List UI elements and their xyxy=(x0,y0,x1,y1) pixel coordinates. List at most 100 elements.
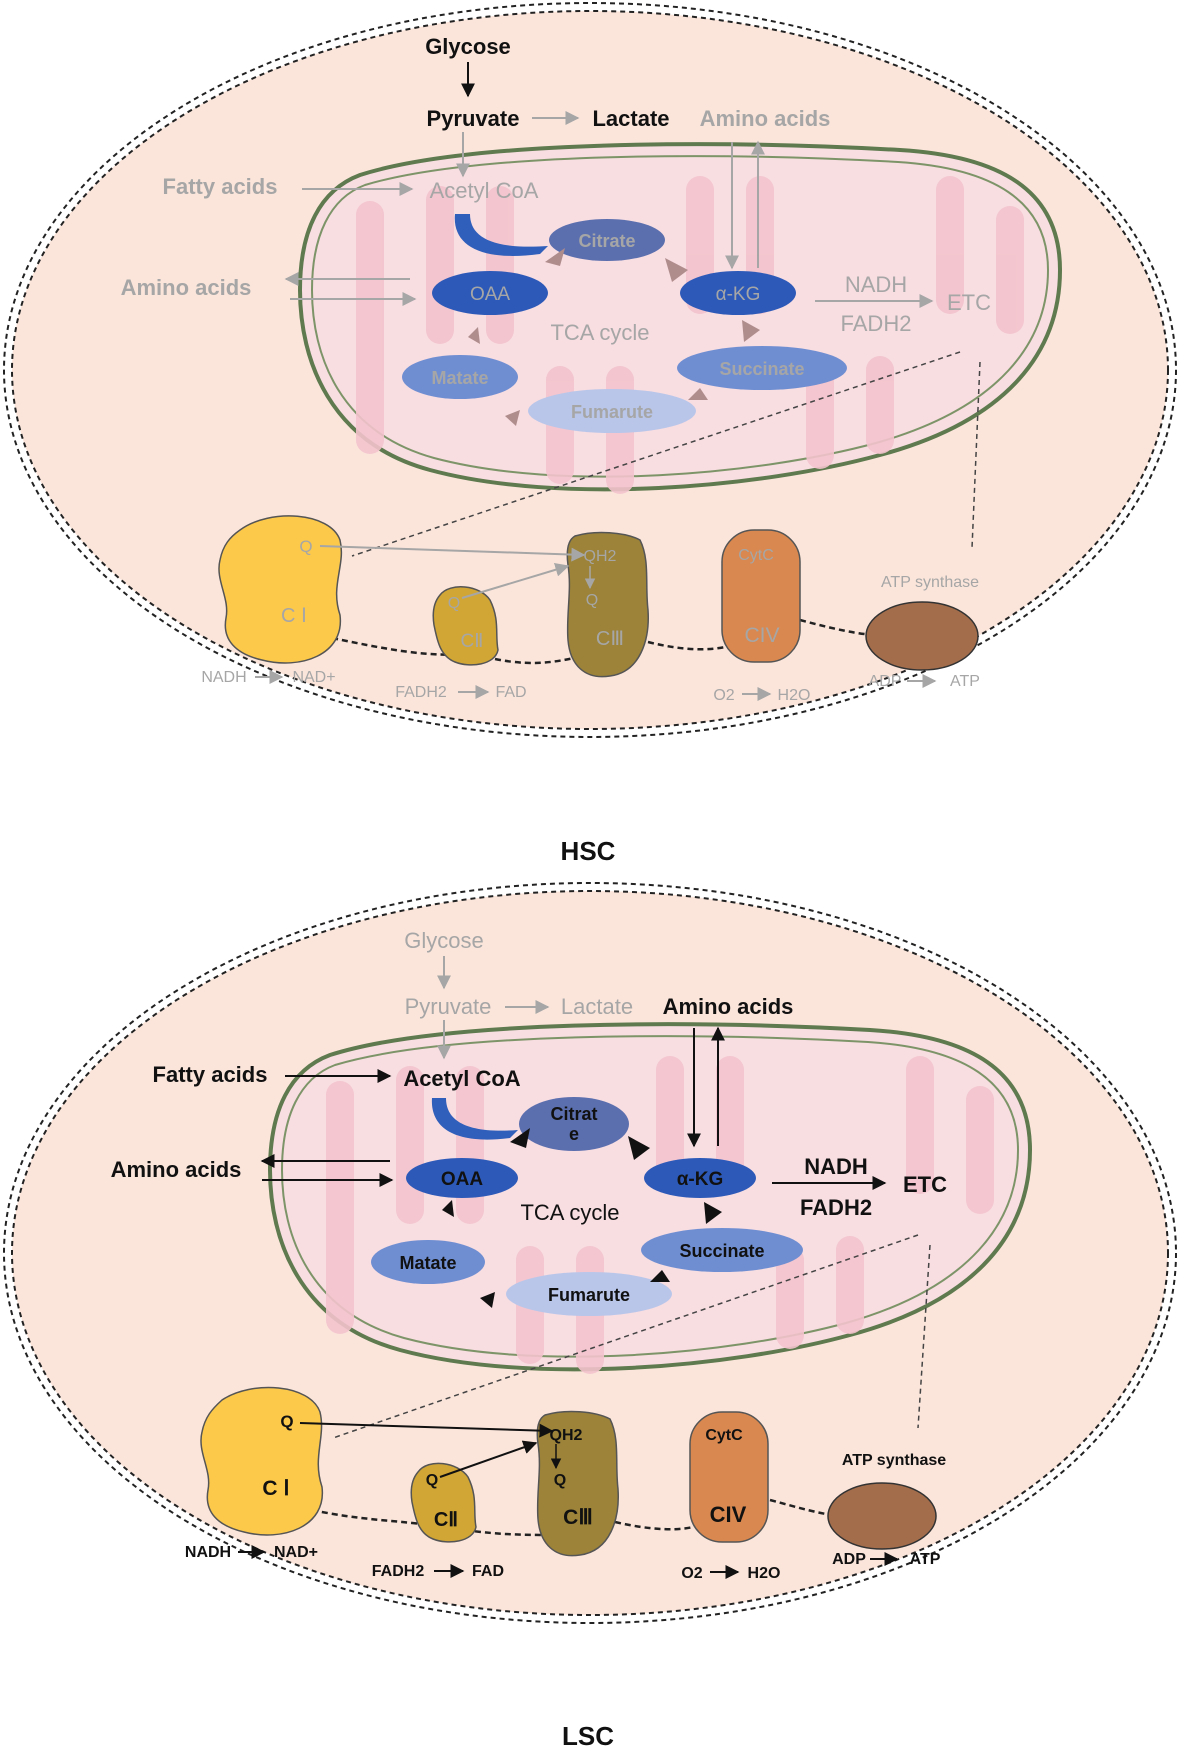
etc-connector xyxy=(311,1498,841,1537)
cii-to-ciii-q-arrow xyxy=(461,562,570,599)
cristae xyxy=(326,1056,994,1374)
complex-iv-cytc-label: CytC xyxy=(705,1427,743,1444)
tca-cycle-label: TCA cycle xyxy=(550,320,649,345)
fumarate-node xyxy=(506,1272,672,1316)
malate-node xyxy=(371,1240,485,1284)
cell-membrane-outer xyxy=(3,2,1177,738)
complex-iv-label: CIV xyxy=(744,624,779,647)
complex-iii-qh2-label: QH2 xyxy=(584,548,617,565)
lactate-label: Lactate xyxy=(561,994,633,1019)
lactate-label: Lactate xyxy=(592,106,669,131)
cii-to-ciii-q-arrow xyxy=(439,1440,538,1478)
complex-ii-q-label: Q xyxy=(448,595,460,612)
tca-cycle-label: TCA cycle xyxy=(520,1200,619,1225)
atp-label: ATP xyxy=(950,673,980,690)
complex-i-shape xyxy=(218,515,343,664)
fatty-acids-label: Fatty acids xyxy=(153,1062,268,1087)
zoom-guide-left xyxy=(332,1234,919,1439)
citrate-label-line1: Citrat xyxy=(550,1104,597,1124)
nadh-label: NADH xyxy=(845,272,907,297)
o2-label: O2 xyxy=(713,687,734,704)
fadh2-bottom-label: FADH2 xyxy=(395,684,447,701)
complex-iii-shape xyxy=(536,1410,619,1557)
oaa-label: OAA xyxy=(441,1169,484,1190)
fad-label: FAD xyxy=(495,684,526,701)
complex-ii-q-label: Q xyxy=(426,1472,438,1489)
fumarate-node xyxy=(528,389,696,433)
pyruvate-label: Pyruvate xyxy=(405,994,492,1019)
complex-i-shape xyxy=(200,1386,323,1536)
complex-iv-label: CIV xyxy=(710,1502,747,1527)
ci-to-ciii-q-arrow xyxy=(299,1422,554,1438)
panel-hsc: Glycose Pyruvate Lactate Amino acids Fat… xyxy=(3,2,1177,866)
amino-acids-left-label: Amino acids xyxy=(111,1157,242,1182)
succinate-label: Succinate xyxy=(679,1241,764,1261)
tca-cycle-arrows xyxy=(442,1128,722,1308)
complex-ii-shape xyxy=(410,1462,477,1543)
atp-synthase-label: ATP synthase xyxy=(842,1452,946,1469)
citrate-node xyxy=(519,1097,629,1151)
complex-ii-shape xyxy=(432,586,499,666)
complex-iii-q-label: Q xyxy=(554,1472,566,1489)
succinate-node xyxy=(641,1228,803,1272)
fadh2-bottom-label: FADH2 xyxy=(372,1563,425,1580)
nadh-left-label: NADH xyxy=(201,669,246,686)
complex-i-q-label: Q xyxy=(280,1412,293,1431)
adp-label: ADP xyxy=(869,673,902,690)
malate-label: Matate xyxy=(431,368,488,388)
complex-iii-label: CⅢ xyxy=(563,1506,593,1529)
nad-plus-label: NAD+ xyxy=(274,1544,318,1561)
malate-label: Matate xyxy=(399,1253,456,1273)
succinate-label: Succinate xyxy=(719,359,804,379)
complex-iii-label: CⅢ xyxy=(596,628,624,650)
fadh2-label: FADH2 xyxy=(841,311,912,336)
cell-membrane-outer xyxy=(3,882,1177,1624)
fatty-acids-label: Fatty acids xyxy=(163,174,278,199)
citrate-node xyxy=(549,219,665,261)
citrate-label-line2: e xyxy=(569,1124,579,1144)
fumarate-label: Fumarute xyxy=(571,402,653,422)
mitochondrion-inner-membrane xyxy=(280,1035,1020,1358)
glycose-label: Glycose xyxy=(425,34,511,59)
acetyl-coa-label: Acetyl CoA xyxy=(430,178,539,203)
atp-label: ATP xyxy=(910,1551,941,1568)
atp-synthase-shape xyxy=(865,601,979,671)
etc-label: ETC xyxy=(947,290,991,315)
succinate-node xyxy=(677,346,847,390)
akg-label: α-KG xyxy=(716,284,761,305)
ci-to-ciii-q-arrow xyxy=(319,545,586,562)
nadh-label: NADH xyxy=(804,1154,868,1179)
fadh2-label: FADH2 xyxy=(800,1195,872,1220)
complex-ii-label: CⅡ xyxy=(460,631,483,652)
fad-label: FAD xyxy=(472,1563,504,1580)
complex-iv-shape xyxy=(689,1411,769,1543)
atp-synthase-shape xyxy=(827,1482,937,1550)
oaa-node xyxy=(406,1158,518,1198)
panel-title: LSC xyxy=(562,1721,614,1751)
etc-label: ETC xyxy=(903,1172,947,1197)
nad-plus-label: NAD+ xyxy=(292,669,335,686)
complex-i-label: C Ⅰ xyxy=(281,605,307,627)
akg-node xyxy=(680,271,796,315)
akg-label: α-KG xyxy=(677,1169,724,1190)
complex-i-q-label: Q xyxy=(299,537,312,556)
zoom-guide-left xyxy=(351,351,961,557)
panel-title: HSC xyxy=(561,836,616,866)
amino-acids-top-label: Amino acids xyxy=(663,994,794,1019)
complex-iv-cytc-label: CytC xyxy=(738,547,774,564)
oaa-node xyxy=(432,271,548,315)
akg-node xyxy=(644,1158,756,1198)
h2o-label: H2O xyxy=(778,687,811,704)
complex-iv-shape xyxy=(721,529,801,663)
complex-ii-label: CⅡ xyxy=(434,1509,458,1531)
amino-acids-top-label: Amino acids xyxy=(700,106,831,131)
complex-iii-qh2-label: QH2 xyxy=(550,1427,583,1444)
complex-i-label: C Ⅰ xyxy=(262,1477,289,1500)
zoom-guide-right xyxy=(971,361,981,549)
acetylcoa-swoosh xyxy=(431,1098,518,1140)
atp-synthase-label: ATP synthase xyxy=(881,574,979,591)
o2-label: O2 xyxy=(681,1565,702,1582)
glycose-label: Glycose xyxy=(404,928,483,953)
